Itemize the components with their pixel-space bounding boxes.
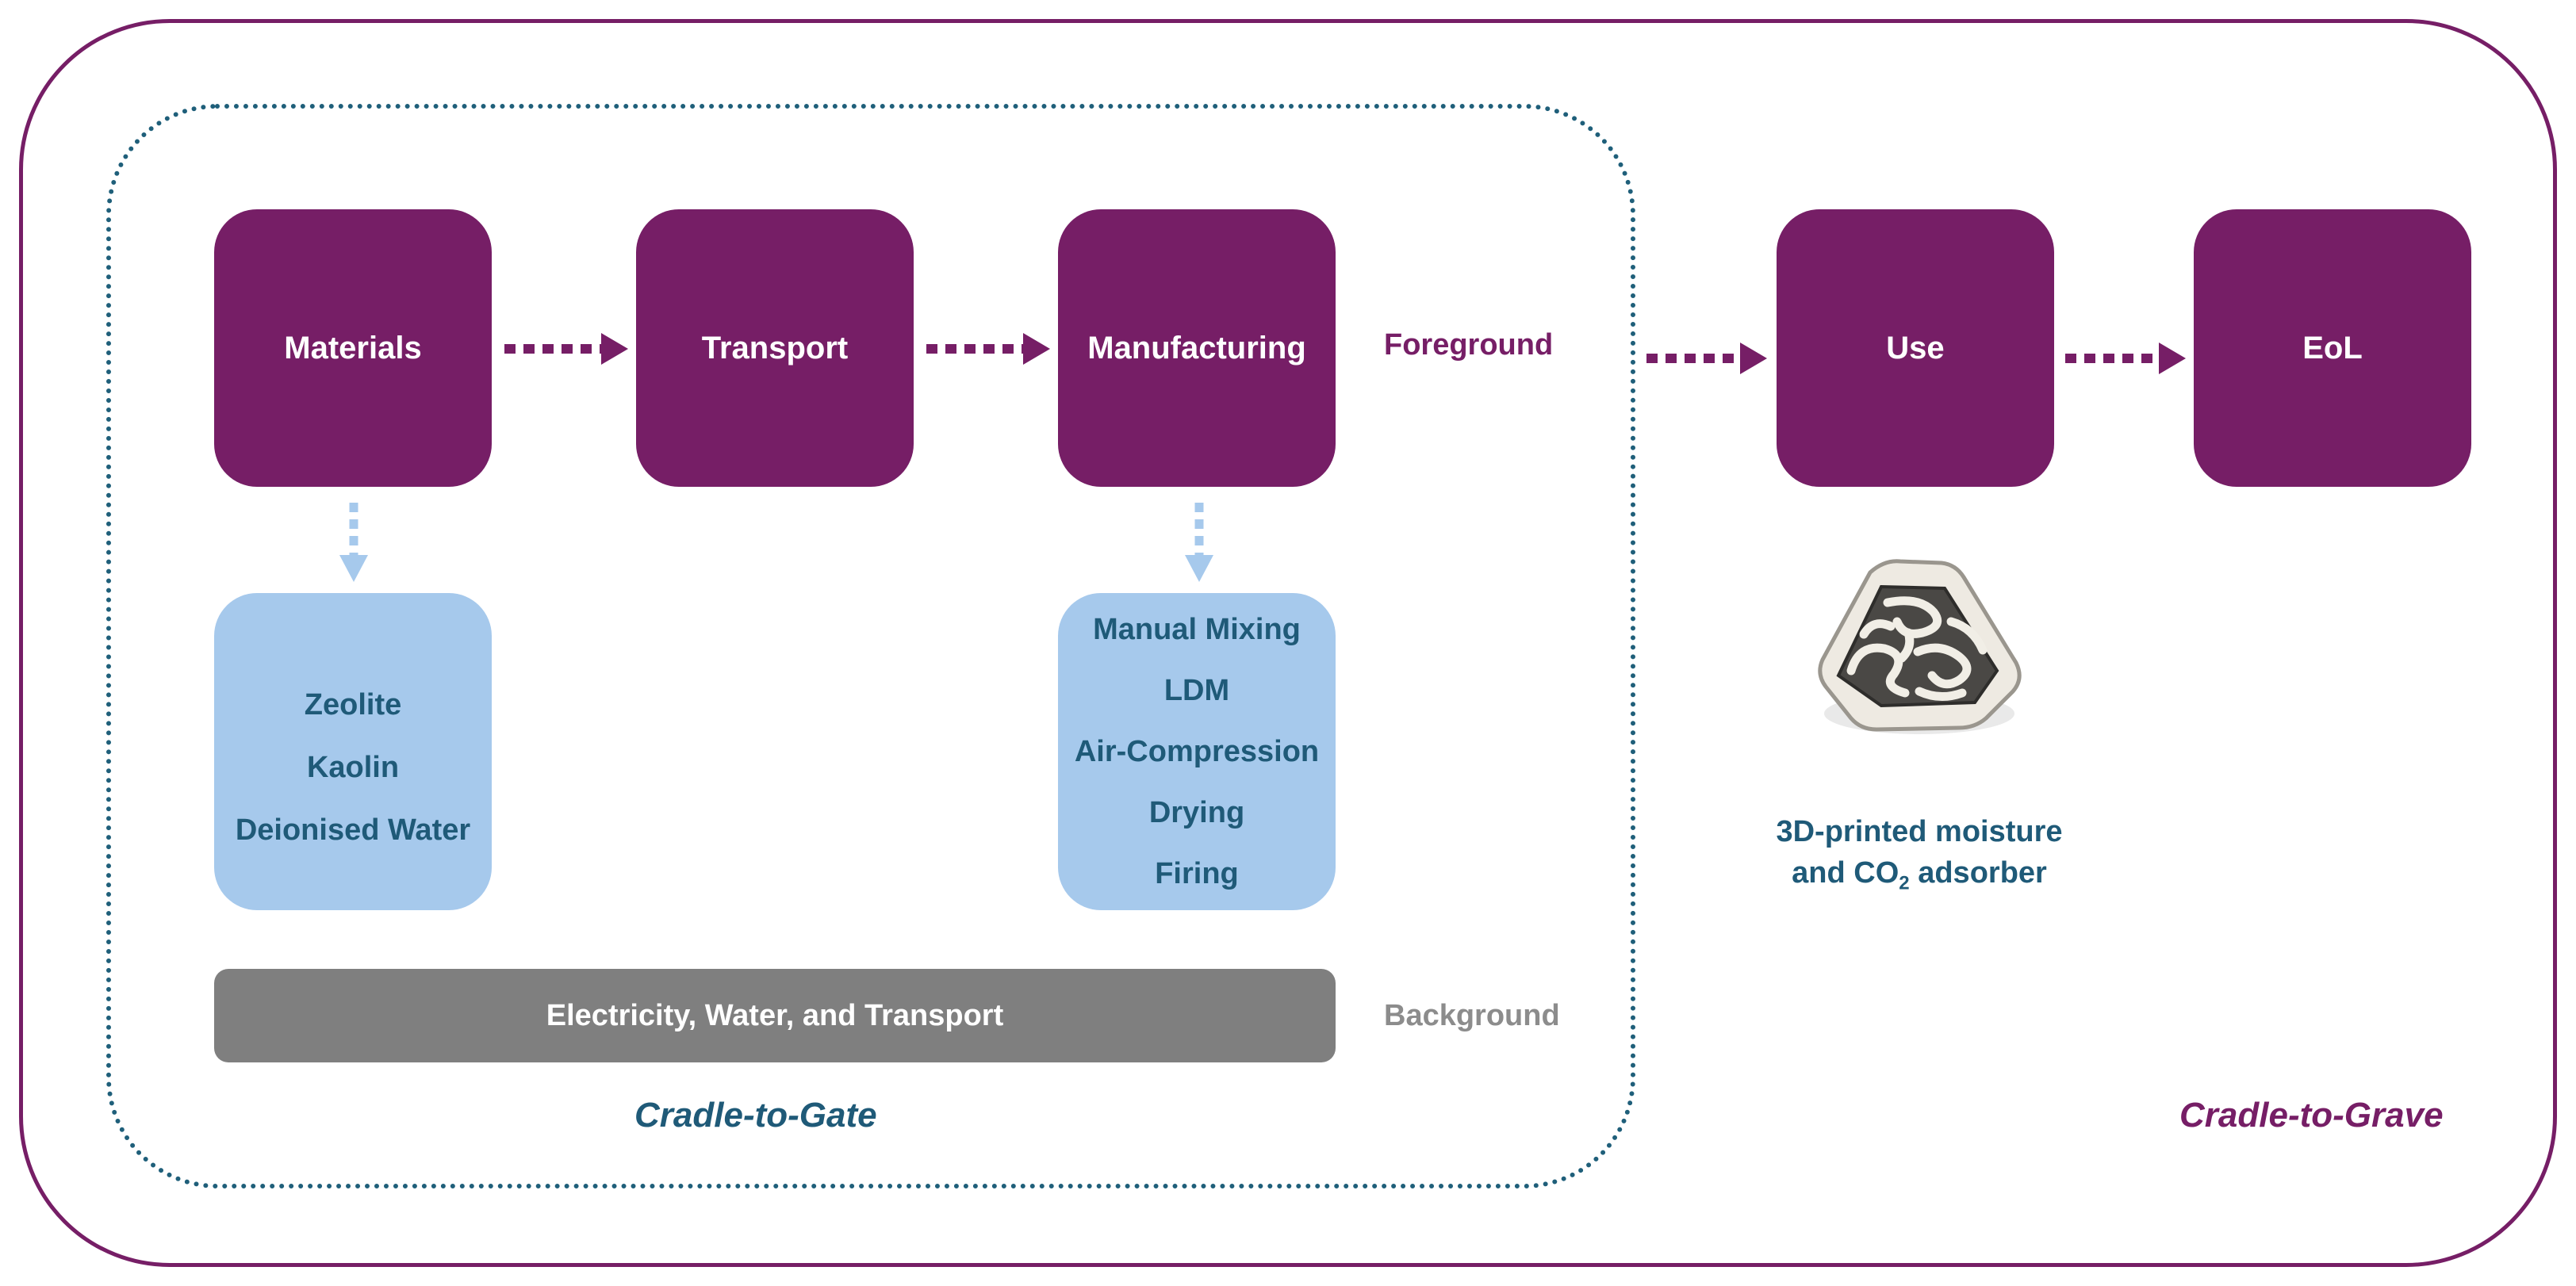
product-caption-line2: and CO2 adsorber (1756, 856, 2083, 895)
cradle-to-grave-boundary (19, 19, 2557, 1267)
foreground-label: Foreground (1384, 328, 1554, 362)
flow-arrow-use-eol (2065, 343, 2186, 374)
materials-input-item: Zeolite (304, 687, 402, 721)
product-caption-line1: 3D-printed moisture (1776, 815, 2063, 848)
stage-manufacturing-label: Manufacturing (1087, 330, 1306, 366)
manufacturing-step-item: Drying (1148, 795, 1245, 829)
materials-input-item: Deionised Water (235, 813, 471, 847)
materials-inputs-box: Zeolite Kaolin Deionised Water (214, 593, 492, 910)
manufacturing-steps-box: Manual Mixing LDM Air-Compression Drying… (1058, 593, 1336, 910)
product-caption-subscript: 2 (1899, 872, 1910, 894)
flow-arrow-manufacturing-steps (1185, 503, 1213, 582)
stage-transport-label: Transport (701, 330, 849, 366)
cradle-to-gate-boundary (106, 104, 1635, 1188)
flow-arrow-manufacturing-use (1646, 343, 1767, 374)
flow-arrow-transport-manufacturing (926, 333, 1050, 365)
background-bar: Electricity, Water, and Transport (214, 969, 1336, 1062)
adsorber-product-image (1818, 559, 2022, 734)
flow-arrow-materials-inputs (339, 503, 368, 582)
materials-input-item: Kaolin (306, 750, 400, 784)
background-label: Background (1384, 999, 1560, 1032)
product-caption-suffix: adsorber (1909, 856, 2047, 890)
stage-materials: Materials (214, 209, 492, 487)
stage-transport: Transport (636, 209, 914, 487)
manufacturing-step-item: Air-Compression (1074, 734, 1320, 768)
stage-eol: EoL (2194, 209, 2471, 487)
cradle-to-gate-label: Cradle-to-Gate (634, 1096, 877, 1135)
stage-materials-label: Materials (284, 330, 422, 366)
background-bar-label: Electricity, Water, and Transport (546, 998, 1004, 1032)
cradle-to-grave-label: Cradle-to-Grave (2179, 1096, 2444, 1135)
manufacturing-step-item: Firing (1155, 856, 1239, 890)
stage-use: Use (1777, 209, 2054, 487)
flow-arrow-materials-transport (504, 333, 628, 365)
product-caption-prefix: and CO (1792, 856, 1899, 890)
stage-eol-label: EoL (2302, 330, 2363, 366)
stage-use-label: Use (1886, 330, 1945, 366)
stage-manufacturing: Manufacturing (1058, 209, 1336, 487)
manufacturing-step-item: LDM (1163, 673, 1230, 707)
manufacturing-step-item: Manual Mixing (1093, 612, 1301, 646)
